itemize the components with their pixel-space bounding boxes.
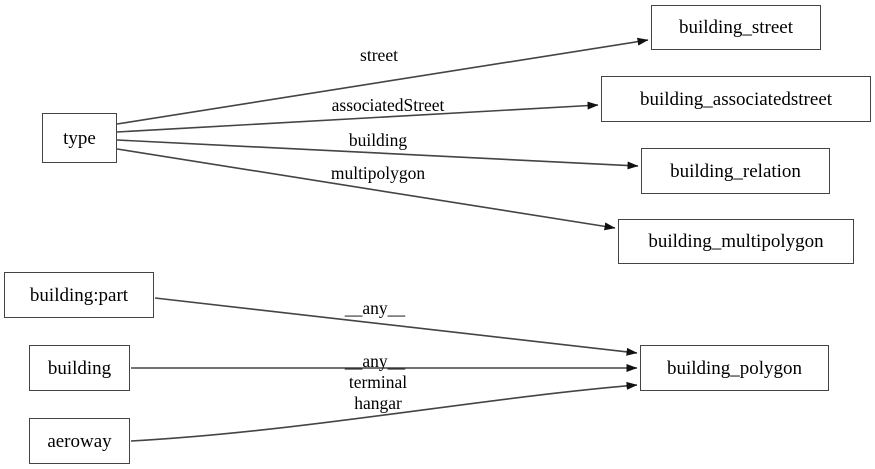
node-building-part[interactable]: building:part — [4, 272, 154, 318]
edge-label-hangar: hangar — [354, 393, 402, 413]
edge-type-building_associatedstreet — [116, 101, 599, 133]
node-building-label: building — [47, 357, 112, 379]
edge-type-building_relation — [116, 139, 639, 170]
node-aeroway[interactable]: aeroway — [29, 418, 130, 464]
node-building[interactable]: building — [29, 345, 130, 391]
edge-label-associatedstreet: associatedStreet — [331, 95, 445, 115]
node-type-label: type — [63, 127, 96, 149]
edge-label-building: building — [348, 130, 408, 150]
edge-label-multipolygon: multipolygon — [330, 163, 426, 183]
edge-label-street: street — [360, 45, 398, 65]
edge-label-any-buildingpart: __any__ — [344, 298, 406, 318]
node-building-polygon-label: building_polygon — [666, 357, 803, 379]
node-building-part-label: building:part — [29, 284, 129, 306]
node-building-relation[interactable]: building_relation — [641, 148, 830, 194]
edge-type-building_multipolygon — [116, 148, 616, 231]
node-building-multipolygon[interactable]: building_multipolygon — [618, 219, 854, 264]
node-building-polygon[interactable]: building_polygon — [640, 345, 829, 391]
node-aeroway-label: aeroway — [47, 430, 112, 452]
node-building-associatedstreet-label: building_associatedstreet — [639, 88, 833, 110]
node-building-street[interactable]: building_street — [651, 5, 821, 50]
edge-label-terminal: terminal — [348, 372, 408, 392]
node-building-street-label: building_street — [679, 17, 793, 38]
edge-aeroway-building_polygon — [130, 381, 638, 442]
edge-building_part-building_polygon — [154, 297, 638, 356]
node-building-multipolygon-label: building_multipolygon — [648, 231, 824, 252]
edge-type-building_street — [116, 37, 649, 125]
node-building-relation-label: building_relation — [670, 160, 801, 182]
node-building-associatedstreet[interactable]: building_associatedstreet — [601, 76, 871, 122]
node-type[interactable]: type — [42, 113, 117, 163]
edge-label-any-building: __any__ — [344, 351, 406, 371]
